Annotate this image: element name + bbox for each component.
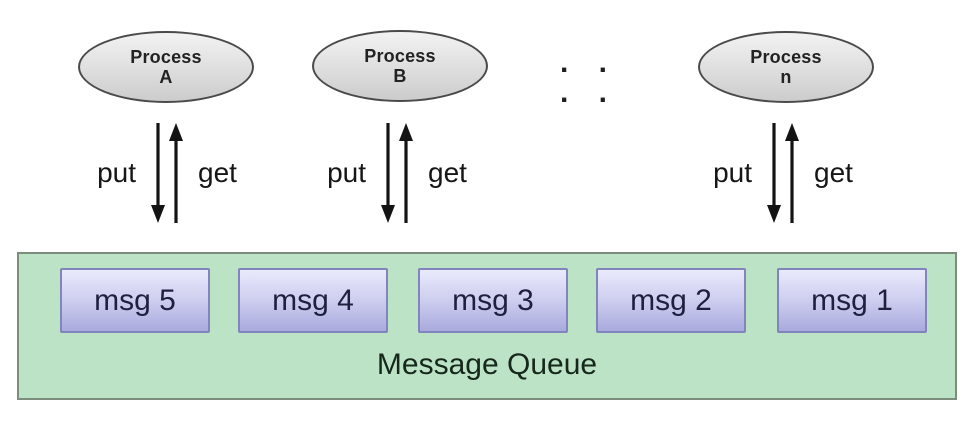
process-b-label-line2: B xyxy=(393,66,407,86)
msg-slot-3: msg 3 xyxy=(418,268,568,333)
get-label: get xyxy=(814,157,853,188)
put-get-arrows-icon xyxy=(381,123,413,223)
arrow-group-process-b: put get xyxy=(322,120,472,226)
put-label: put xyxy=(97,157,136,188)
put-label: put xyxy=(713,157,752,188)
process-a-label-line1: Process xyxy=(130,47,202,67)
process-b-label-line1: Process xyxy=(364,46,436,66)
put-get-arrows-icon xyxy=(767,123,799,223)
process-n-label-line1: Process xyxy=(750,47,822,67)
get-label: get xyxy=(198,157,237,188)
msg-slot-2: msg 2 xyxy=(596,268,746,333)
get-label: get xyxy=(428,157,467,188)
process-a-ellipse: Process A xyxy=(78,31,254,103)
put-get-arrows-icon xyxy=(151,123,183,223)
put-label: put xyxy=(327,157,366,188)
arrow-group-process-n: put get xyxy=(708,120,858,226)
msg-slot-5: msg 5 xyxy=(60,268,210,333)
msg-slot-4: msg 4 xyxy=(238,268,388,333)
process-n-label-line2: n xyxy=(780,67,792,87)
message-queue-box: msg 5 msg 4 msg 3 msg 2 msg 1 Message Qu… xyxy=(17,252,957,400)
arrow-group-process-a: put get xyxy=(92,120,242,226)
msg-slot-1: msg 1 xyxy=(777,268,927,333)
message-queue-title: Message Queue xyxy=(376,348,598,381)
process-b-ellipse: Process B xyxy=(312,30,488,102)
process-a-label-line2: A xyxy=(159,67,173,87)
ellipsis-dots: . . . . xyxy=(560,46,619,109)
process-n-ellipse: Process n xyxy=(698,31,874,103)
